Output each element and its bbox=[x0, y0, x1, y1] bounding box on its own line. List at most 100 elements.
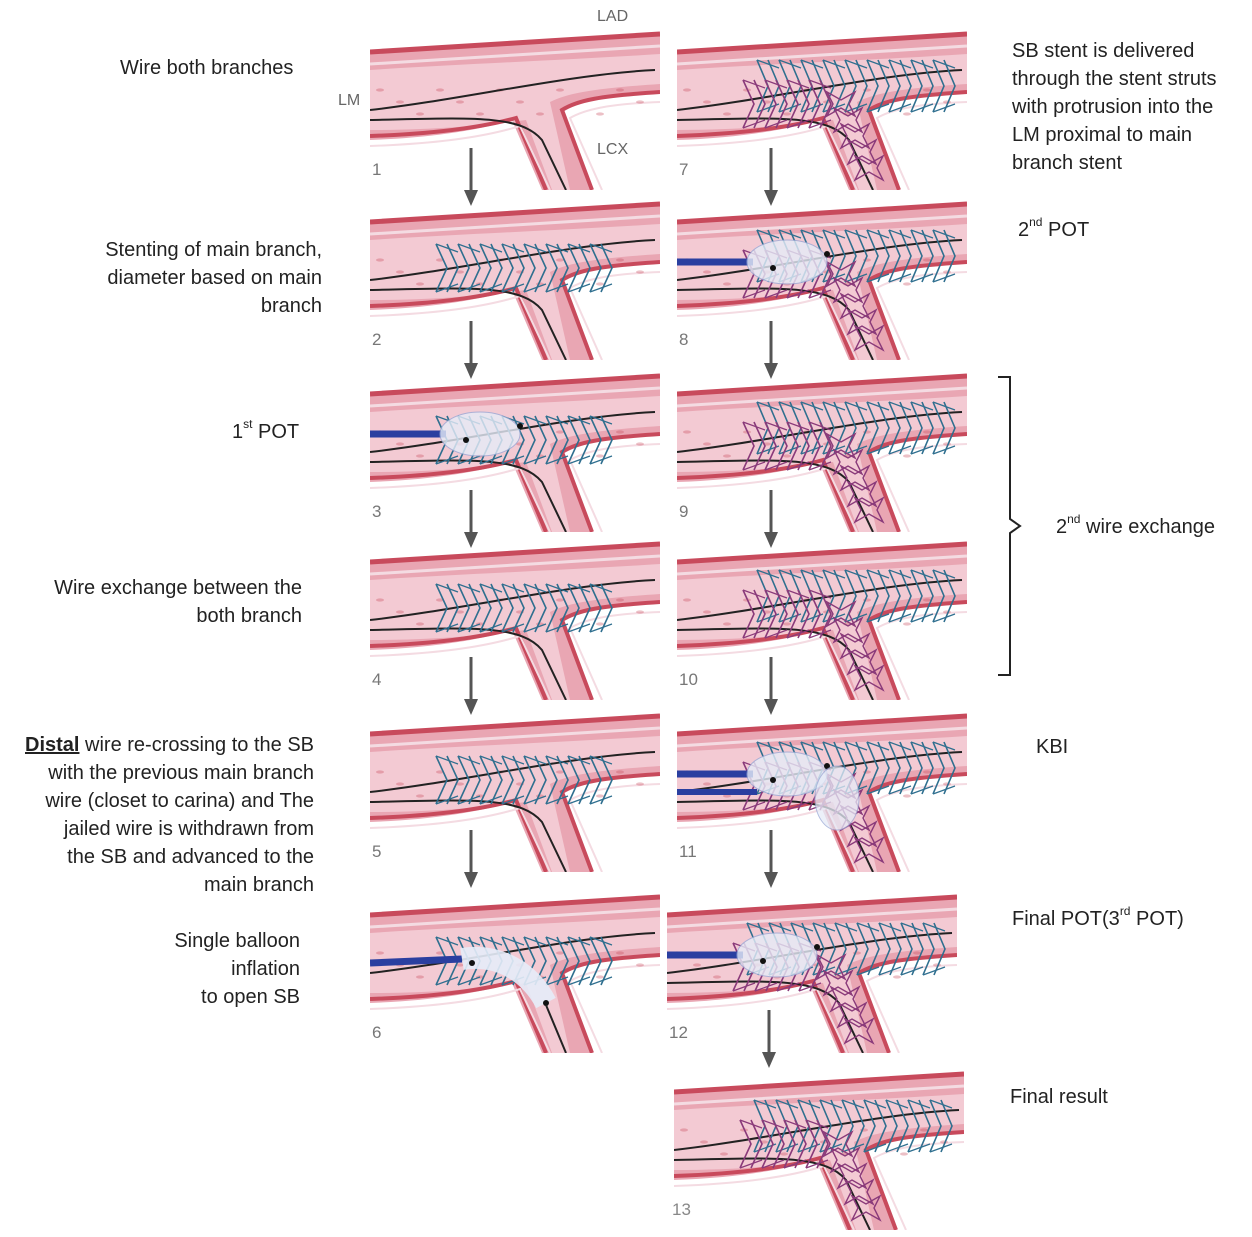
vessel-illustration bbox=[370, 540, 660, 700]
vessel-illustration bbox=[677, 30, 967, 190]
panel-1: 1 bbox=[370, 30, 660, 190]
panel-6: 6 bbox=[370, 893, 660, 1053]
panel-13 bbox=[674, 1070, 964, 1230]
arrow-down-icon bbox=[764, 321, 778, 379]
panel-number: 12 bbox=[669, 1023, 688, 1043]
step-11-label: KBI bbox=[1036, 733, 1068, 761]
panel-number: 4 bbox=[372, 670, 381, 690]
step-3-label: 1st POT bbox=[232, 418, 299, 446]
step-7-line-1: SB stent is delivered bbox=[1012, 37, 1217, 65]
panel-7: 7 bbox=[677, 30, 967, 190]
panel-number: 6 bbox=[372, 1023, 381, 1043]
step-4-label: Wire exchange between the both branch bbox=[20, 574, 302, 630]
step-3-suffix: POT bbox=[252, 421, 299, 443]
step-6-line-3: to open SB bbox=[120, 983, 300, 1011]
panel-number: 5 bbox=[372, 842, 381, 862]
step-8-sup: nd bbox=[1029, 215, 1042, 229]
panel-2: 2 bbox=[370, 200, 660, 360]
step-5-line-1: Distal wire re-crossing to the SB bbox=[4, 731, 314, 759]
panel-9: 9 bbox=[677, 372, 967, 532]
panel-11: 11 bbox=[677, 712, 967, 872]
step-8-suffix: POT bbox=[1042, 219, 1089, 241]
step-7-line-4: LM proximal to main bbox=[1012, 121, 1217, 149]
step-11-line: KBI bbox=[1036, 733, 1068, 761]
bracket-sup: nd bbox=[1067, 512, 1080, 526]
step-3-prefix: 1 bbox=[232, 421, 243, 443]
vessel-illustration bbox=[370, 200, 660, 360]
step-13-line: Final result bbox=[1010, 1083, 1108, 1111]
step-12-prefix: Final POT(3 bbox=[1012, 908, 1120, 930]
arrow-down-icon bbox=[764, 148, 778, 206]
panel-number: 3 bbox=[372, 502, 381, 522]
step-12-sup: rd bbox=[1120, 904, 1131, 918]
step-2-line-2: diameter based on main bbox=[60, 264, 322, 292]
step-5-line-2: with the previous main branch bbox=[4, 759, 314, 787]
panel-8: 8 bbox=[677, 200, 967, 360]
step-2-line-1: Stenting of main branch, bbox=[60, 236, 322, 264]
step-8-prefix: 2 bbox=[1018, 219, 1029, 241]
right-brace-icon bbox=[996, 375, 1026, 677]
step-5-line-4: jailed wire is withdrawn from bbox=[4, 815, 314, 843]
vessel-illustration bbox=[667, 893, 957, 1053]
step-5-line-6: main branch bbox=[4, 871, 314, 899]
step-12-suffix: POT) bbox=[1130, 908, 1183, 930]
step-2-label: Stenting of main branch, diameter based … bbox=[60, 236, 322, 320]
vessel-illustration bbox=[674, 1070, 964, 1230]
arrow-down-icon bbox=[464, 148, 478, 206]
step-12-label: Final POT(3rd POT) bbox=[1012, 905, 1184, 933]
step-5-line-3: wire (closet to carina) and The bbox=[4, 787, 314, 815]
page-number: 13 bbox=[672, 1196, 691, 1224]
step-5-label: Distal wire re-crossing to the SB with t… bbox=[4, 731, 314, 899]
lm-label: LM bbox=[338, 92, 360, 110]
arrow-down-icon bbox=[464, 490, 478, 548]
panel-number: 11 bbox=[679, 842, 697, 862]
panel-number: 9 bbox=[679, 502, 688, 522]
vessel-illustration bbox=[370, 30, 660, 190]
step-7-line-2: through the stent struts bbox=[1012, 65, 1217, 93]
arrow-down-icon bbox=[762, 1010, 776, 1068]
vessel-illustration bbox=[370, 893, 660, 1053]
step-7-label: SB stent is delivered through the stent … bbox=[1012, 37, 1217, 177]
vessel-illustration bbox=[677, 372, 967, 532]
arrow-down-icon bbox=[464, 830, 478, 888]
vessel-illustration bbox=[677, 712, 967, 872]
step-7-line-3: with protrusion into the bbox=[1012, 93, 1217, 121]
step-4-line-1: Wire exchange between the bbox=[20, 574, 302, 602]
step-5-bold: Distal bbox=[25, 734, 79, 756]
panel-number: 10 bbox=[679, 670, 698, 690]
bracket-prefix: 2 bbox=[1056, 516, 1067, 538]
arrow-down-icon bbox=[464, 321, 478, 379]
arrow-down-icon bbox=[764, 490, 778, 548]
vessel-illustration bbox=[677, 200, 967, 360]
step-6-line-2: inflation bbox=[120, 955, 300, 983]
step-5-first-rest: wire re-crossing to the SB bbox=[79, 734, 314, 756]
panel-number: 1 bbox=[372, 160, 381, 180]
step-6-label: Single balloon inflation to open SB bbox=[120, 927, 300, 1011]
step-6-line-1: Single balloon bbox=[120, 927, 300, 955]
lad-label: LAD bbox=[597, 8, 628, 26]
step-1-line: Wire both branches bbox=[120, 54, 293, 82]
vessel-illustration bbox=[677, 540, 967, 700]
panel-12: 12 bbox=[667, 893, 957, 1053]
bracket-label: 2nd wire exchange bbox=[1056, 513, 1215, 541]
step-3-sup: st bbox=[243, 417, 252, 431]
step-7-line-5: branch stent bbox=[1012, 149, 1217, 177]
vessel-illustration bbox=[370, 712, 660, 872]
panel-number: 2 bbox=[372, 330, 381, 350]
arrow-down-icon bbox=[764, 657, 778, 715]
arrow-down-icon bbox=[764, 830, 778, 888]
step-2-line-3: branch bbox=[60, 292, 322, 320]
step-4-line-2: both branch bbox=[20, 602, 302, 630]
panel-number: 7 bbox=[679, 160, 688, 180]
bracket-suffix: wire exchange bbox=[1080, 516, 1215, 538]
panel-3: 3 bbox=[370, 372, 660, 532]
panel-5: 5 bbox=[370, 712, 660, 872]
step-13-label: Final result bbox=[1010, 1083, 1108, 1111]
panel-number: 8 bbox=[679, 330, 688, 350]
arrow-down-icon bbox=[464, 657, 478, 715]
vessel-illustration bbox=[370, 372, 660, 532]
step-5-line-5: the SB and advanced to the bbox=[4, 843, 314, 871]
panel-10: 10 bbox=[677, 540, 967, 700]
step-8-label: 2nd POT bbox=[1018, 216, 1089, 244]
step-1-label: Wire both branches bbox=[120, 54, 293, 82]
